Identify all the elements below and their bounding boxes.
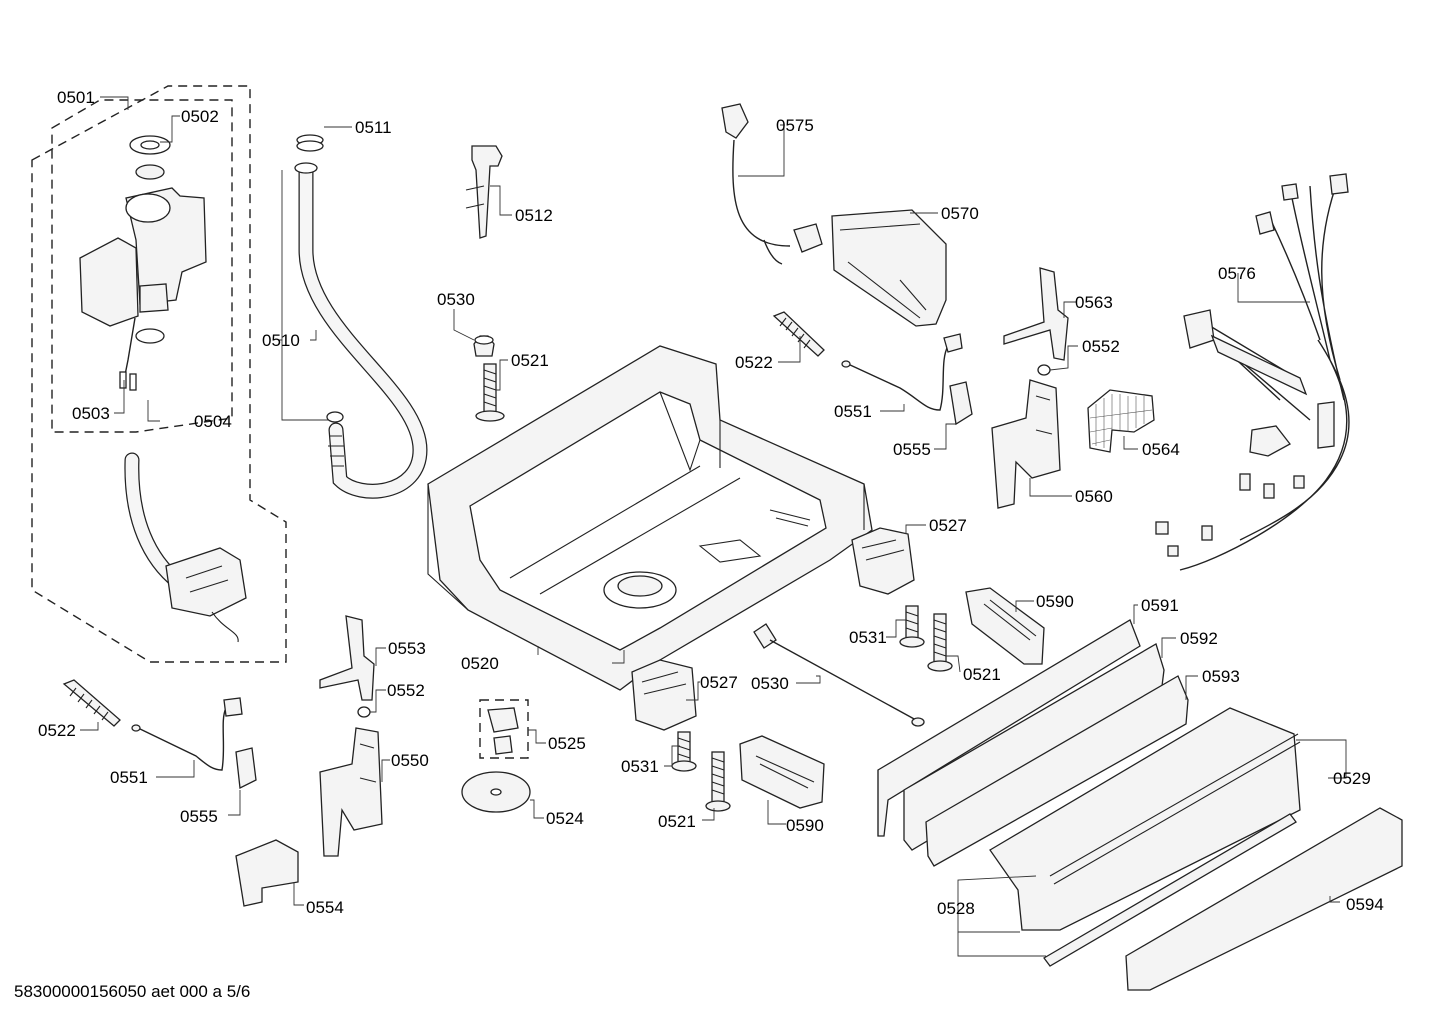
part-0529-trim xyxy=(989,707,1301,931)
part-0591-plinth-panel xyxy=(877,619,1141,837)
label-0575: 0575 xyxy=(776,116,814,135)
label-0528: 0528 xyxy=(937,899,975,918)
label-0522-right: 0522 xyxy=(735,353,773,372)
part-0593-plinth-panel xyxy=(925,675,1189,867)
label-0527-right: 0527 xyxy=(929,516,967,535)
part-0510-drain-hose xyxy=(294,162,428,499)
label-0555-left: 0555 xyxy=(180,807,218,826)
label-0530-upper: 0530 xyxy=(437,290,475,309)
label-0593: 0593 xyxy=(1202,667,1240,686)
label-0501: 0501 xyxy=(57,88,95,107)
part-0576-wiring-harness xyxy=(1155,173,1350,571)
part-0504-inlet-valve xyxy=(79,187,207,391)
part-0531-foot-screw-left xyxy=(671,731,697,772)
label-0521-upper: 0521 xyxy=(511,351,549,370)
part-0590-grille-right xyxy=(965,587,1045,665)
label-0554: 0554 xyxy=(306,898,344,917)
label-0521-right: 0521 xyxy=(963,665,1001,684)
label-0512: 0512 xyxy=(515,206,553,225)
label-0570: 0570 xyxy=(941,204,979,223)
label-0550: 0550 xyxy=(391,751,429,770)
part-0564-mesh-cover xyxy=(1087,389,1155,453)
part-0521-foot-screw-right xyxy=(927,613,953,672)
label-0502: 0502 xyxy=(181,107,219,126)
part-0510-o-ring xyxy=(326,411,344,423)
label-0552-right: 0552 xyxy=(1082,337,1120,356)
label-0504: 0504 xyxy=(194,412,232,431)
label-0529: 0529 xyxy=(1333,769,1371,788)
part-0502-seal xyxy=(129,135,171,180)
label-0511: 0511 xyxy=(355,118,392,137)
part-0501-supply-hose xyxy=(124,452,247,643)
part-0524-disc xyxy=(461,771,531,813)
label-0590-right: 0590 xyxy=(1036,592,1074,611)
part-0530-rod xyxy=(753,623,925,727)
label-0531-left: 0531 xyxy=(621,757,659,776)
part-0527-foot-right xyxy=(851,527,915,595)
label-0555-right: 0555 xyxy=(893,440,931,459)
assembly-0501-boundary xyxy=(31,85,287,663)
part-0553-bracket xyxy=(319,615,375,701)
part-0527-foot-left xyxy=(631,659,697,731)
label-0551-left: 0551 xyxy=(110,768,148,787)
label-0520: 0520 xyxy=(461,654,499,673)
label-0552-left: 0552 xyxy=(387,681,425,700)
part-0522-spring-left xyxy=(62,679,121,727)
label-0530-lower: 0530 xyxy=(751,674,789,693)
drawing-code-footer: 58300000156050 aet 000 a 5/6 xyxy=(14,982,251,1001)
part-0511-hose-clamp xyxy=(296,134,324,152)
part-0512-support xyxy=(465,145,503,239)
label-0592: 0592 xyxy=(1180,629,1218,648)
label-0503: 0503 xyxy=(72,404,110,423)
part-0563-bracket xyxy=(1003,267,1069,361)
label-0576: 0576 xyxy=(1218,264,1256,283)
part-0525-module xyxy=(479,699,529,759)
label-0591: 0591 xyxy=(1141,596,1179,615)
part-0590-grille-left xyxy=(739,735,825,809)
part-0554-bracket xyxy=(235,839,299,907)
part-0575-power-cord xyxy=(721,103,823,265)
label-0525: 0525 xyxy=(548,734,586,753)
label-0594: 0594 xyxy=(1346,895,1384,914)
part-0531-foot-screw-right xyxy=(899,605,925,648)
part-0594-bottom-cover xyxy=(1125,807,1403,991)
part-0555-clip-right xyxy=(949,381,973,426)
part-0551-sensor-left xyxy=(131,697,243,771)
part-0530-gear xyxy=(473,335,495,357)
label-0527-left: 0527 xyxy=(700,673,738,692)
label-0522-left: 0522 xyxy=(38,721,76,740)
label-0551-right: 0551 xyxy=(834,402,872,421)
part-0550-bracket xyxy=(319,727,383,857)
part-0552-clip-left xyxy=(357,706,371,718)
part-0551-sensor-right xyxy=(841,333,963,411)
label-0563: 0563 xyxy=(1075,293,1113,312)
label-0590-left: 0590 xyxy=(786,816,824,835)
label-0553: 0553 xyxy=(388,639,426,658)
part-0528-seal-strip xyxy=(1043,813,1297,967)
leader-lines xyxy=(80,96,1347,957)
label-0531-right: 0531 xyxy=(849,628,887,647)
label-0521-left: 0521 xyxy=(658,812,696,831)
part-0552-clip-right xyxy=(1037,364,1051,376)
part-0521-foot-screw-a xyxy=(475,363,505,422)
part-0570-control-module xyxy=(831,209,947,327)
label-0524: 0524 xyxy=(546,809,584,828)
part-0520-base-frame xyxy=(427,345,873,691)
part-0555-clip-left xyxy=(235,747,257,789)
label-0560: 0560 xyxy=(1075,487,1113,506)
label-0510: 0510 xyxy=(262,331,300,350)
part-0560-bracket xyxy=(991,379,1061,509)
label-0564: 0564 xyxy=(1142,440,1180,459)
part-0522-spring-right xyxy=(772,311,825,357)
part-0521-foot-screw-left xyxy=(705,751,731,812)
